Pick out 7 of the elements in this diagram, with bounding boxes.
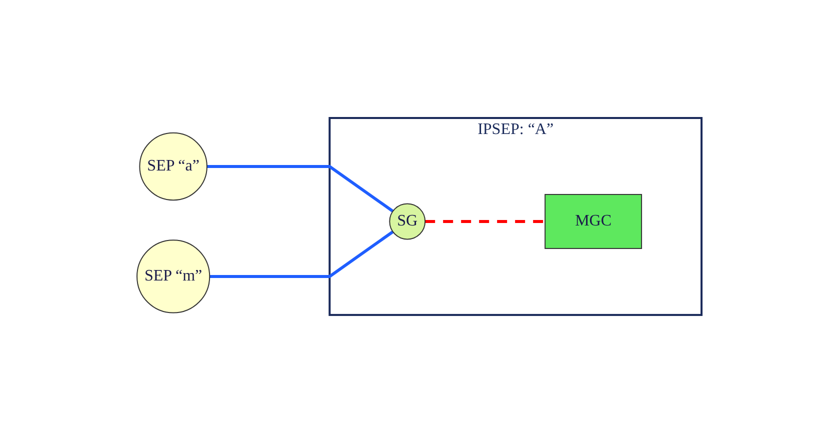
connector <box>425 220 546 223</box>
node-circle: SEP “a” <box>139 132 208 201</box>
connector <box>210 230 394 278</box>
node-circle: SG <box>389 203 426 240</box>
connector <box>207 165 394 212</box>
node-box: MGC <box>544 194 642 249</box>
node-circle: SEP “m” <box>136 240 210 314</box>
